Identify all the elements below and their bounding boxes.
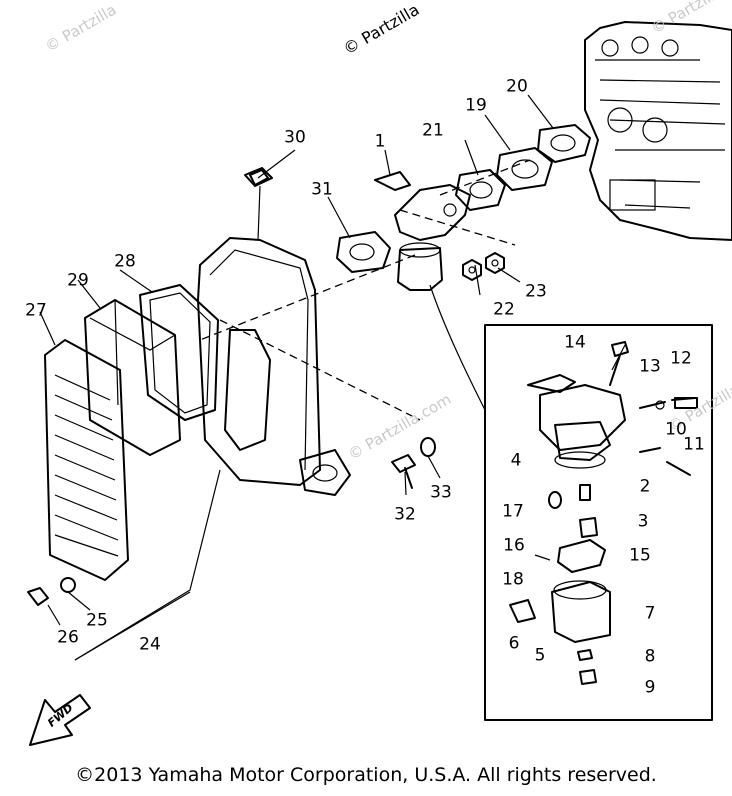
callout-27: 27 bbox=[25, 300, 47, 321]
gasket-30 bbox=[244, 167, 273, 187]
callout-15: 15 bbox=[629, 545, 651, 566]
callout-33: 33 bbox=[430, 482, 452, 503]
callout-6: 6 bbox=[508, 633, 520, 654]
gasket-31 bbox=[336, 231, 391, 273]
callout-17: 17 bbox=[502, 501, 524, 522]
callout-9: 9 bbox=[644, 677, 656, 698]
callout-13: 13 bbox=[639, 356, 661, 377]
callout-8: 8 bbox=[644, 646, 656, 667]
callout-32: 32 bbox=[394, 504, 416, 525]
callout-12: 12 bbox=[670, 348, 692, 369]
callout-7: 7 bbox=[644, 603, 656, 624]
callout-18: 18 bbox=[502, 569, 524, 590]
air-cleaner-case bbox=[197, 169, 351, 496]
callout-2: 2 bbox=[639, 476, 651, 497]
engine-block bbox=[584, 21, 732, 241]
callout-14: 14 bbox=[564, 332, 586, 353]
cover-27 bbox=[44, 339, 129, 581]
gasket-21 bbox=[455, 169, 506, 211]
callout-3: 3 bbox=[637, 511, 649, 532]
callout-19: 19 bbox=[465, 95, 487, 116]
callout-10: 10 bbox=[665, 419, 687, 440]
washer-25 bbox=[60, 577, 76, 593]
callout-29: 29 bbox=[67, 270, 89, 291]
callout-25: 25 bbox=[86, 610, 108, 631]
callout-5: 5 bbox=[534, 645, 546, 666]
bolt-32 bbox=[391, 454, 416, 489]
callout-11: 11 bbox=[683, 434, 705, 455]
callout-28: 28 bbox=[114, 251, 136, 272]
leader-lines bbox=[39, 94, 554, 661]
callout-21: 21 bbox=[422, 120, 444, 141]
gasket-19 bbox=[496, 147, 553, 191]
callout-4: 4 bbox=[510, 450, 522, 471]
callout-26: 26 bbox=[57, 627, 79, 648]
callout-1: 1 bbox=[374, 131, 386, 152]
fwd-arrow bbox=[29, 694, 91, 746]
carburetor-detail-inset bbox=[484, 324, 713, 721]
nut-22 bbox=[462, 259, 482, 281]
callout-16: 16 bbox=[503, 535, 525, 556]
callout-30: 30 bbox=[284, 127, 306, 148]
callout-23: 23 bbox=[525, 281, 547, 302]
callout-31: 31 bbox=[311, 179, 333, 200]
element-29 bbox=[84, 299, 181, 456]
copyright-text: ©2013 Yamaha Motor Corporation, U.S.A. A… bbox=[75, 764, 657, 786]
carburetor-upper bbox=[374, 171, 471, 291]
nut-23 bbox=[485, 252, 505, 274]
wing-screw-26 bbox=[27, 587, 49, 606]
callout-24: 24 bbox=[139, 634, 161, 655]
gasket-28 bbox=[139, 284, 219, 421]
callout-22: 22 bbox=[493, 299, 515, 320]
washer-33 bbox=[420, 437, 436, 457]
callout-20: 20 bbox=[506, 76, 528, 97]
